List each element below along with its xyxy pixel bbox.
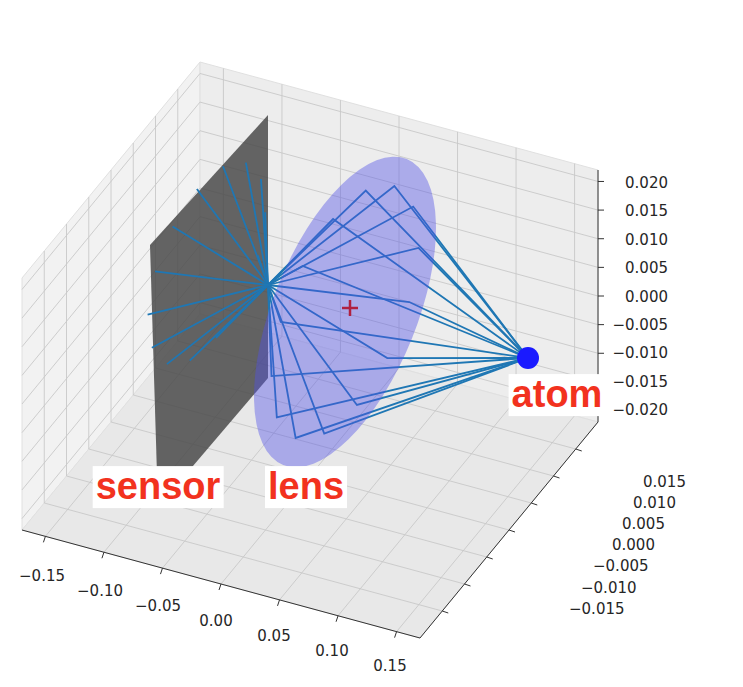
part-label: atom [509,374,606,416]
tick-mark [465,584,471,586]
grid-lines [22,68,598,631]
tick-mark [43,536,45,542]
tick-mark [598,238,604,239]
part-label: sensor [93,466,224,508]
tick-mark [336,616,338,622]
z-tick-label: −0.020 [612,402,668,419]
tick-mark [598,296,604,297]
z-tick-label: 0.010 [625,232,668,249]
tick-mark [102,552,104,558]
y-tick-label: 0.015 [643,474,686,491]
z-tick-label: 0.020 [625,175,668,192]
y-tick-label: 0.000 [612,537,655,554]
optics-scene [148,115,539,507]
z-tick-label: −0.015 [612,374,668,391]
tick-mark [598,267,604,268]
x-tick-label: 0.10 [315,643,348,660]
tick-mark [160,568,162,574]
y-tick-label: −0.010 [581,580,637,597]
y-tick-label: 0.005 [622,516,665,533]
z-tick-label: −0.010 [612,345,668,362]
y-tick-label: 0.010 [633,495,676,512]
z-tick-label: 0.015 [625,203,668,220]
tick-mark [554,476,560,478]
atom-dot [517,347,539,369]
grid-line [338,400,516,616]
tick-mark [219,584,221,590]
y-tick-label: −0.005 [593,558,649,575]
x-tick-label: 0.05 [257,628,290,645]
tick-mark [576,449,582,451]
z-tick-label: −0.005 [612,317,668,334]
tick-mark [598,210,604,211]
axis-panes [22,62,598,638]
tick-mark [598,353,604,354]
tick-mark [598,181,604,182]
x-tick-label: −0.05 [135,598,181,615]
sensor-plane [150,115,268,507]
tick-mark [395,632,397,638]
lens-centre-mark [342,300,358,316]
grid-line [397,416,575,632]
x-tick-label: −0.15 [19,568,65,585]
tick-mark [531,503,537,505]
z-tick-label: 0.000 [625,288,668,305]
tick-mark [509,530,515,532]
tick-mark [487,557,493,559]
tick-mark [598,324,604,325]
x-tick-label: 0.15 [373,658,406,675]
part-label: lens [265,466,347,508]
lens-disc [216,132,473,492]
y-tick-label: −0.015 [569,601,625,618]
tick-mark [442,611,448,613]
grid-line [89,449,487,557]
z-tick-label: 0.005 [625,260,668,277]
x-axis-line [22,530,420,638]
x-tick-label: 0.00 [199,613,232,630]
x-tick-label: −0.10 [77,583,123,600]
tick-mark [278,600,280,606]
